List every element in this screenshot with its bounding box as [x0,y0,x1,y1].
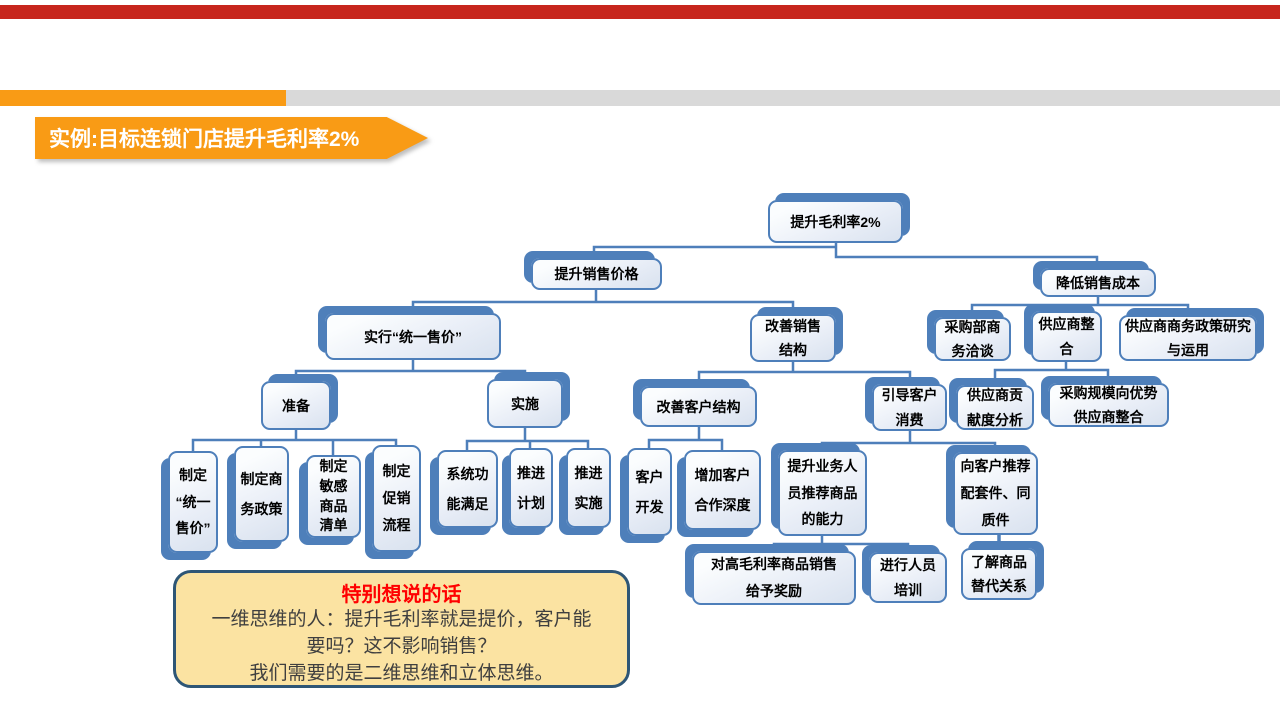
node-make-unified-price: 制定 “统一 售价” [168,451,218,553]
accent-bar-orange [0,90,286,106]
node-promo-process: 制定 促销 流程 [372,445,421,552]
connector-ability [772,536,910,552]
connector-unified [294,360,527,381]
node-guide-consumption: 引导客户 消费 [872,384,947,431]
top-red-bar [0,5,1280,19]
node-root: 提升毛利率2% [768,200,903,243]
node-purchase-scale: 采购规模向优势 供应商整合 [1048,383,1169,427]
node-supplier-policy-research: 供应商商务政策研究 与运用 [1119,315,1257,361]
connector-integrate [993,362,1110,385]
title-banner: 实例:目标连锁门店提升毛利率2% [35,117,428,159]
connector-prepare [191,430,398,455]
node-recommend-parts: 向客户推荐 配套件、同 质件 [953,452,1038,535]
connector-cost [970,297,1190,317]
node-sensitive-list: 制定 敏感 商品 清单 [306,455,361,538]
connector-root [592,243,1099,268]
note-title: 特别想说的话 [341,584,462,606]
slide-title: 实例:目标连锁门店提升毛利率2% [49,128,360,151]
node-customer-development: 客户 开发 [627,448,672,536]
title-banner-shape: 实例:目标连锁门店提升毛利率2% [35,117,428,159]
connector-price [411,290,795,314]
node-substitute-relation: 了解商品 替代关系 [961,548,1037,600]
node-staff-recommend-ability: 提升业务人 员推荐商品 的能力 [778,450,867,536]
node-reward-high-margin: 对高毛利率商品销售 给予奖励 [692,551,856,605]
node-system-function: 系统功 能满足 [437,450,498,528]
node-implement: 实施 [487,379,563,428]
node-improve-sales-structure: 改善销售 结构 [750,314,836,362]
node-supplier-integration: 供应商整 合 [1031,311,1102,362]
node-unified-pricing: 实行“统一售价” [325,313,501,360]
note-line-1: 一维思维的人：提升毛利率就是提价，客户能 [211,609,592,630]
node-improve-customer-structure: 改善客户结构 [640,386,757,427]
node-cooperation-depth: 增加客户 合作深度 [684,450,761,530]
node-purchase-negotiation: 采购部商 务洽谈 [934,317,1011,361]
node-push-implement: 推进 实施 [566,448,611,528]
connector-structure [697,362,912,386]
connector-guide [820,431,997,452]
connector-customer-structure [647,427,724,450]
node-push-plan: 推进 计划 [509,448,553,528]
special-note-box: 特别想说的话 一维思维的人：提升毛利率就是提价，客户能 要吗？这不影响销售？ 我… [173,570,630,688]
accent-bar-gray [286,90,1280,106]
node-business-policy: 制定商 务政策 [234,446,289,542]
note-line-3: 我们需要的是二维思维和立体思维。 [249,662,554,684]
connector-implement [465,428,590,450]
node-supplier-contribution: 供应商贡 献度分析 [956,385,1034,430]
node-raise-price: 提升销售价格 [531,258,662,290]
node-prepare: 准备 [261,381,331,430]
node-reduce-cost: 降低销售成本 [1040,268,1156,297]
node-personnel-training: 进行人员 培训 [869,552,947,603]
note-line-2: 要吗？这不影响销售？ [306,635,497,657]
